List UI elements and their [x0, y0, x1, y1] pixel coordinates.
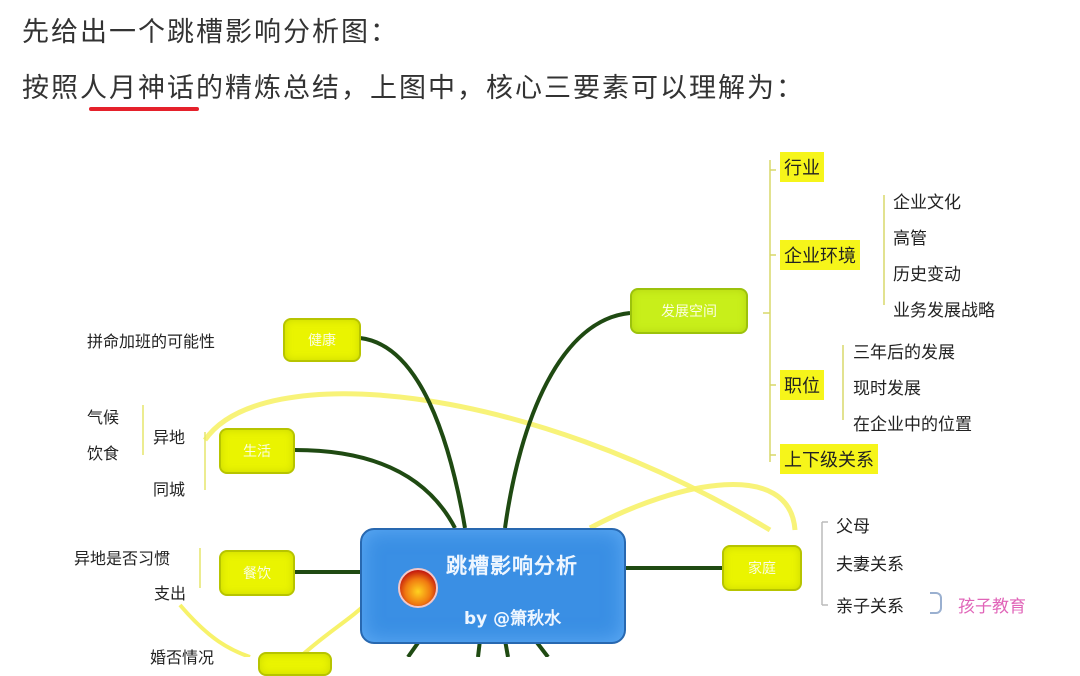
leaf-strategy[interactable]: 业务发展战略 — [893, 301, 995, 321]
center-byline: by @箫秋水 — [464, 609, 562, 629]
node-health[interactable]: 健康 — [283, 318, 361, 362]
phrase-underline — [89, 107, 199, 111]
leaf-accustomed[interactable]: 异地是否习惯 — [74, 549, 171, 568]
leaf-history[interactable]: 历史变动 — [893, 265, 961, 285]
node-development[interactable]: 发展空间 — [630, 288, 748, 334]
leaf-other-city[interactable]: 异地 — [153, 428, 186, 447]
node-family[interactable]: 家庭 — [722, 545, 802, 591]
leaf-executives[interactable]: 高管 — [893, 229, 927, 249]
center-title: 跳槽影响分析 — [446, 554, 578, 578]
leaf-climate[interactable]: 气候 — [87, 408, 120, 427]
leaf-spouse[interactable]: 夫妻关系 — [836, 555, 904, 575]
leaf-food[interactable]: 饮食 — [87, 444, 120, 463]
topic-superior-relation[interactable]: 上下级关系 — [780, 444, 878, 474]
summary-sentence: 按照人月神话的精炼总结，上图中，核心三要素可以理解为： — [22, 73, 805, 104]
leaf-overtime[interactable]: 拼命加班的可能性 — [87, 332, 216, 351]
node-bottom-partial[interactable] — [258, 652, 332, 676]
leaf-parents[interactable]: 父母 — [836, 517, 870, 537]
center-node[interactable]: 跳槽影响分析 by @箫秋水 — [360, 528, 626, 644]
node-diet[interactable]: 餐饮 — [219, 550, 295, 596]
leaf-same-city[interactable]: 同城 — [153, 480, 186, 499]
topic-industry[interactable]: 行业 — [780, 152, 824, 182]
leaf-bottom-partial[interactable]: 婚否情况 — [150, 648, 215, 667]
leaf-current[interactable]: 现时发展 — [853, 379, 921, 399]
leaf-position-in-company[interactable]: 在企业中的位置 — [853, 415, 972, 435]
leaf-culture[interactable]: 企业文化 — [893, 193, 961, 213]
topic-enterprise-env[interactable]: 企业环境 — [780, 240, 860, 270]
topic-position[interactable]: 职位 — [780, 370, 824, 400]
leaf-three-years[interactable]: 三年后的发展 — [853, 343, 955, 363]
logo-icon — [398, 568, 438, 608]
leaf-expense[interactable]: 支出 — [154, 584, 187, 603]
linked-note-child-education[interactable]: 孩子教育 — [958, 597, 1026, 617]
intro-sentence: 先给出一个跳槽影响分析图： — [22, 17, 399, 48]
link-bracket-icon — [930, 592, 942, 614]
leaf-parent-child[interactable]: 亲子关系 — [836, 597, 904, 617]
node-life[interactable]: 生活 — [219, 428, 295, 474]
